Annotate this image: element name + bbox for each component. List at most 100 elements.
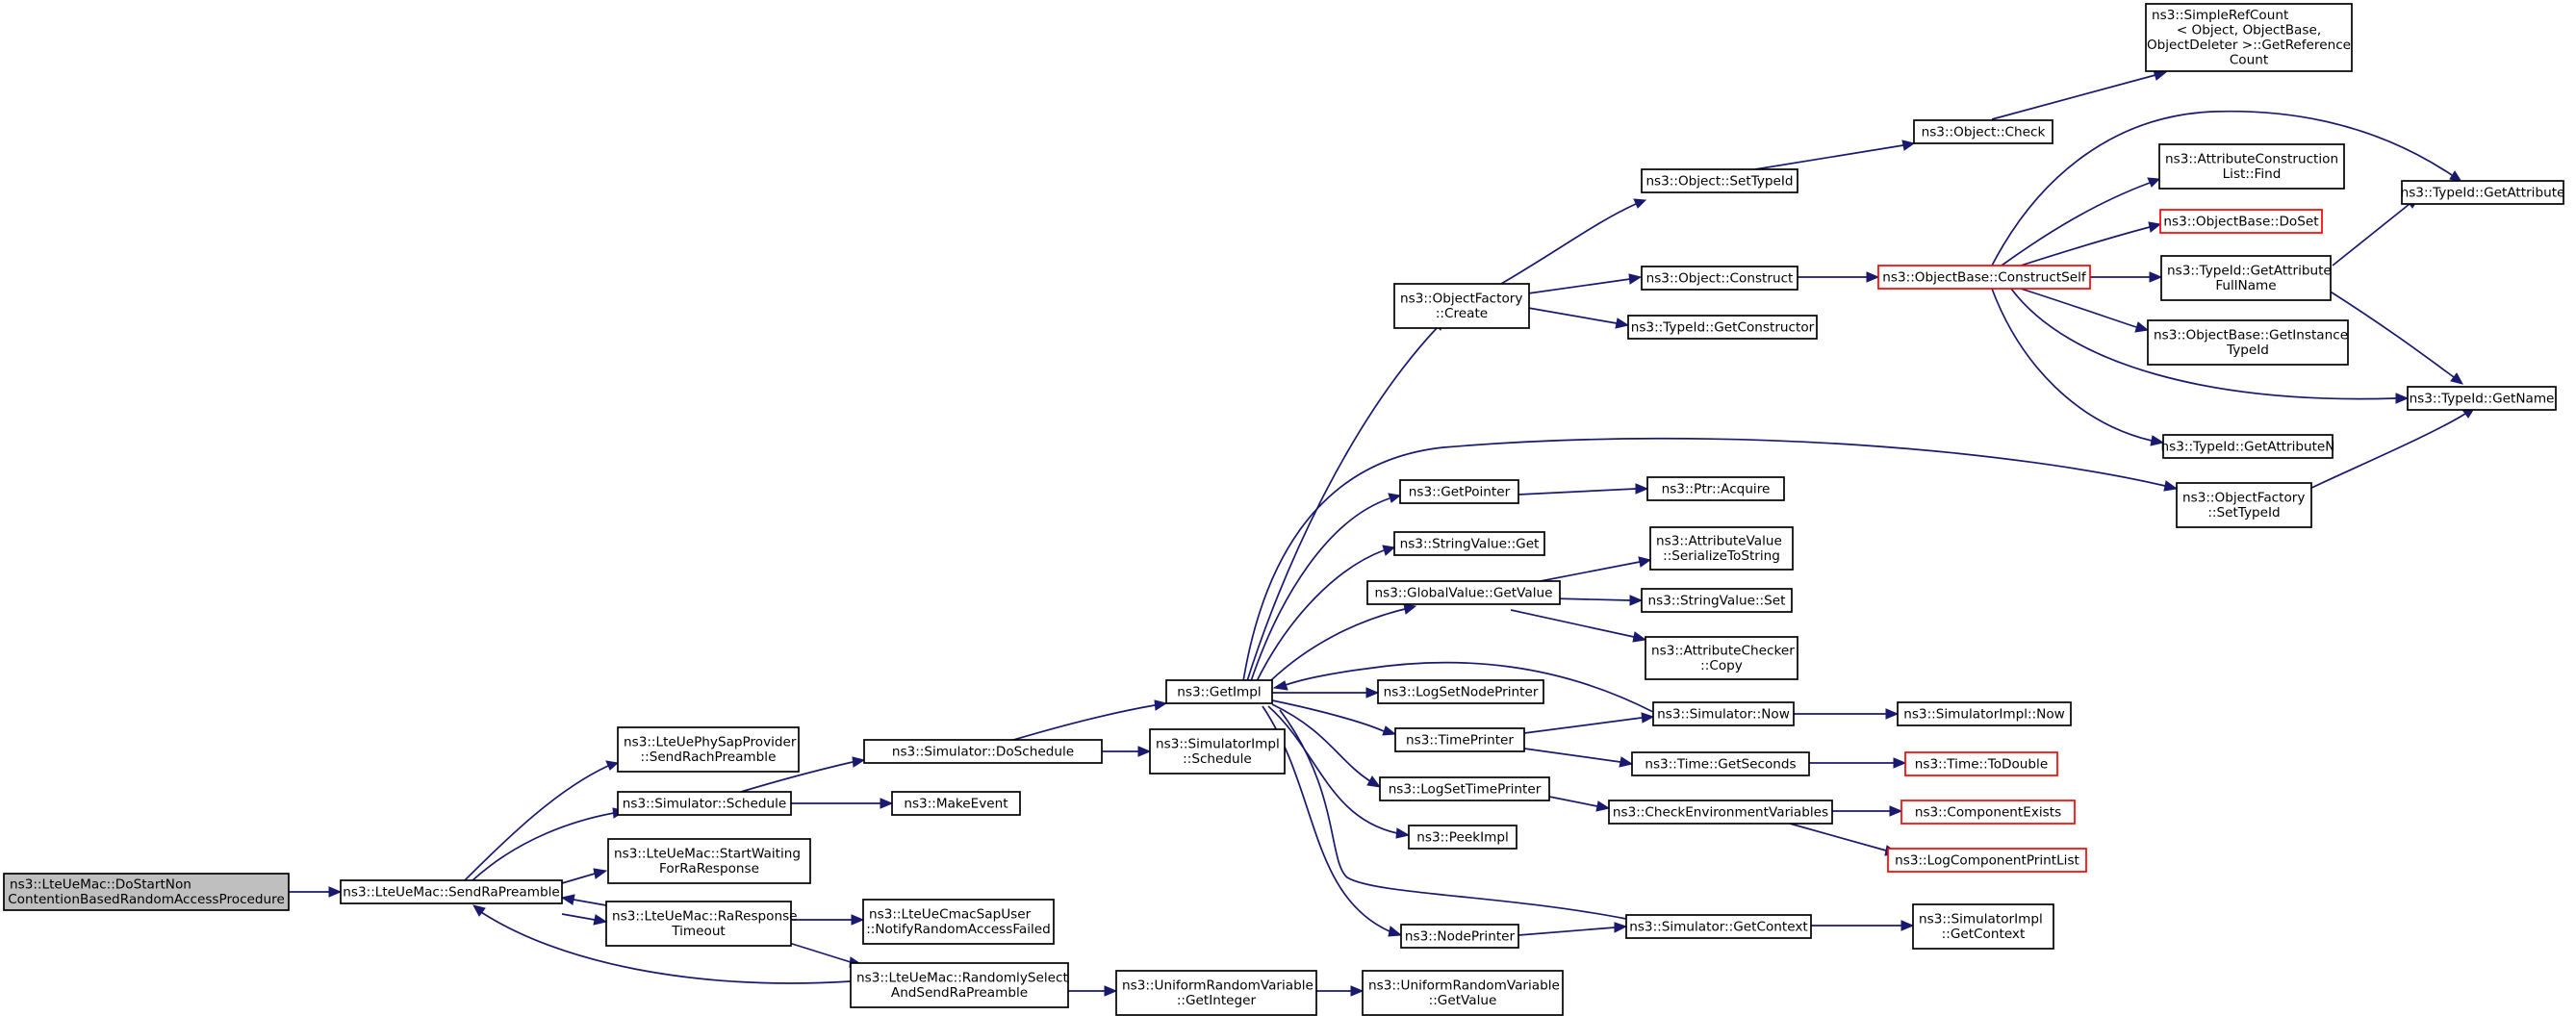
node-obConstructSelf[interactable]: ns3::ObjectBase::ConstructSelf [1877, 265, 2091, 290]
node-simImplGetCtx[interactable]: ns3::SimulatorImpl::GetContext [1912, 903, 2054, 950]
node-phySap[interactable]: ns3::LteUePhySapProvider::SendRachPreamb… [617, 726, 800, 773]
node-simImplSched[interactable]: ns3::SimulatorImpl::Schedule [1149, 728, 1286, 775]
node-objCheck[interactable]: ns3::Object::Check [1913, 119, 2053, 144]
edge-getImpl-to-logSetTime [1271, 703, 1382, 788]
edge-doSched-to-simImplSched [1102, 746, 1152, 757]
node-box [340, 879, 563, 904]
node-compExists[interactable]: ns3::ComponentExists [1900, 800, 2076, 825]
node-label: ns3::ObjectBase::DoSet [2163, 214, 2318, 229]
edge-nodePrinter-to-simGetCtx [1518, 922, 1628, 936]
node-label: ns3::GlobalValue::GetValue [1375, 585, 1553, 600]
edge-tidGetAttrFull-to-tidGetAttr [2332, 196, 2421, 267]
node-label: ns3::LogComponentPrintList [1895, 852, 2079, 868]
node-box [1897, 701, 2072, 726]
node-simpleRefCount[interactable]: ns3::SimpleRefCount< Object, ObjectBase,… [2145, 3, 2353, 72]
node-simImplNow[interactable]: ns3::SimulatorImpl::Now [1897, 701, 2072, 726]
node-box [2145, 3, 2353, 72]
edge-simGetCtx-to-getImpl [1279, 709, 1627, 920]
node-logSetNode[interactable]: ns3::LogSetNodePrinter [1377, 679, 1544, 704]
node-label: ns3::ObjectBase::GetInstance [2154, 328, 2348, 343]
edge-raTimeout-to-sendRa [560, 894, 607, 906]
node-getPointer[interactable]: ns3::GetPointer [1399, 479, 1519, 504]
node-box [1627, 315, 1818, 340]
node-tidGetAttrN[interactable]: ns3::TypeId::GetAttributeN [2161, 434, 2335, 459]
node-checkEnv[interactable]: ns3::CheckEnvironmentVariables [1608, 800, 1833, 825]
node-nodePrinter[interactable]: ns3::NodePrinter [1400, 924, 1519, 949]
node-label: ns3::ObjectBase::ConstructSelf [1882, 269, 2087, 285]
node-sendRa[interactable]: ns3::LteUeMac::SendRaPreamble [340, 879, 563, 904]
node-box [1366, 580, 1561, 605]
node-objConstruct[interactable]: ns3::Object::Construct [1641, 266, 1798, 291]
node-svGet[interactable]: ns3::StringValue::Get [1393, 531, 1545, 556]
node-label: ns3::StringValue::Set [1648, 593, 1786, 608]
node-simGetCtx[interactable]: ns3::Simulator::GetContext [1625, 914, 1812, 939]
node-label: TypeId [2226, 343, 2269, 358]
node-logCompPrint[interactable]: ns3::LogComponentPrintList [1887, 848, 2087, 873]
node-getImpl[interactable]: ns3::GetImpl [1165, 679, 1273, 704]
node-start[interactable]: ns3::LteUeMac::DoStartNonContentionBased… [3, 873, 290, 911]
node-label: ns3::MakeEvent [904, 796, 1007, 811]
node-acCopy[interactable]: ns3::AttributeChecker::Copy [1645, 636, 1798, 680]
node-simNow[interactable]: ns3::Simulator::Now [1652, 701, 1795, 726]
node-box [2407, 386, 2557, 411]
node-box [850, 962, 1069, 1008]
node-tidGetAttr[interactable]: ns3::TypeId::GetAttribute [2401, 180, 2565, 205]
node-tidGetCtor[interactable]: ns3::TypeId::GetConstructor [1627, 315, 1818, 340]
node-logSetTime[interactable]: ns3::LogSetTimePrinter [1379, 776, 1550, 801]
node-label: ns3::GetImpl [1177, 684, 1261, 699]
node-label: Count [2230, 53, 2268, 68]
node-label: ns3::AttributeConstruction [2165, 152, 2338, 167]
node-label: ns3::Simulator::GetContext [1629, 919, 1808, 934]
edge-sendRa-to-phySap [463, 760, 620, 882]
node-timeToDouble[interactable]: ns3::Time::ToDouble [1904, 751, 2058, 776]
node-box [1400, 924, 1519, 949]
node-getInteger[interactable]: ns3::UniformRandomVariable::GetInteger [1115, 970, 1317, 1016]
node-box [1641, 588, 1793, 613]
node-doSched[interactable]: ns3::Simulator::DoSchedule [863, 739, 1103, 764]
node-gvGetValue[interactable]: ns3::GlobalValue::GetValue [1366, 580, 1561, 605]
node-box [1393, 531, 1545, 556]
node-objSetTypeId[interactable]: ns3::Object::SetTypeId [1641, 168, 1798, 193]
node-tidGetName[interactable]: ns3::TypeId::GetName [2407, 386, 2557, 411]
node-notify[interactable]: ns3::LteUeCmacSapUser::NotifyRandomAcces… [862, 899, 1055, 945]
edge-getImpl-to-timePrinter [1271, 699, 1397, 736]
node-label: ns3::Simulator::Schedule [623, 796, 787, 811]
edge-objSetTypeId-to-objCheck [1754, 140, 1916, 170]
edge-tidGetAttrFull-to-tidGetName [2328, 290, 2463, 385]
node-ptrAcquire[interactable]: ns3::Ptr::Acquire [1646, 476, 1785, 501]
node-sched[interactable]: ns3::Simulator::Schedule [617, 791, 792, 816]
node-timePrinter[interactable]: ns3::TimePrinter [1394, 727, 1525, 752]
node-label: ns3::NodePrinter [1405, 928, 1516, 944]
node-box [1399, 479, 1519, 504]
node-peekImpl[interactable]: ns3::PeekImpl [1408, 825, 1518, 850]
node-label: ::SendRachPreamble [641, 749, 777, 765]
node-obDoSet[interactable]: ns3::ObjectBase::DoSet [2159, 209, 2323, 234]
node-timeGetSec[interactable]: ns3::Time::GetSeconds [1631, 751, 1810, 776]
node-label: ns3::LteUePhySapProvider [624, 735, 797, 750]
node-label: ns3::LogSetTimePrinter [1389, 781, 1542, 797]
node-getValueURV[interactable]: ns3::UniformRandomVariable::GetValue [1362, 970, 1564, 1016]
node-box [1377, 679, 1544, 704]
edge-getImpl-to-svGet [1256, 545, 1396, 682]
edge-simNow-to-simImplNow [1794, 708, 1900, 720]
node-box [1904, 751, 2058, 776]
node-label: ns3::UniformRandomVariable [1368, 978, 1560, 994]
edge-timePrinter-to-timeGetSec [1523, 748, 1634, 768]
node-avSerialize[interactable]: ns3::AttributeValue::SerializeToString [1649, 526, 1794, 571]
edge-getPointer-to-ptrAcquire [1518, 483, 1649, 495]
node-label: ns3::CheckEnvironmentVariables [1613, 804, 1828, 820]
node-ofSetTypeId[interactable]: ns3::ObjectFactory::SetTypeId [2176, 482, 2312, 528]
node-box [1631, 751, 1810, 776]
node-ofCreate[interactable]: ns3::ObjectFactory::Create [1393, 283, 1530, 329]
node-box [1641, 168, 1798, 193]
node-label: ns3::Object::Construct [1646, 270, 1794, 286]
node-makeEvent[interactable]: ns3::MakeEvent [891, 791, 1021, 816]
node-svSet[interactable]: ns3::StringValue::Set [1641, 588, 1793, 613]
node-randSel[interactable]: ns3::LteUeMac::RandomlySelectAndSendRaPr… [850, 962, 1069, 1008]
